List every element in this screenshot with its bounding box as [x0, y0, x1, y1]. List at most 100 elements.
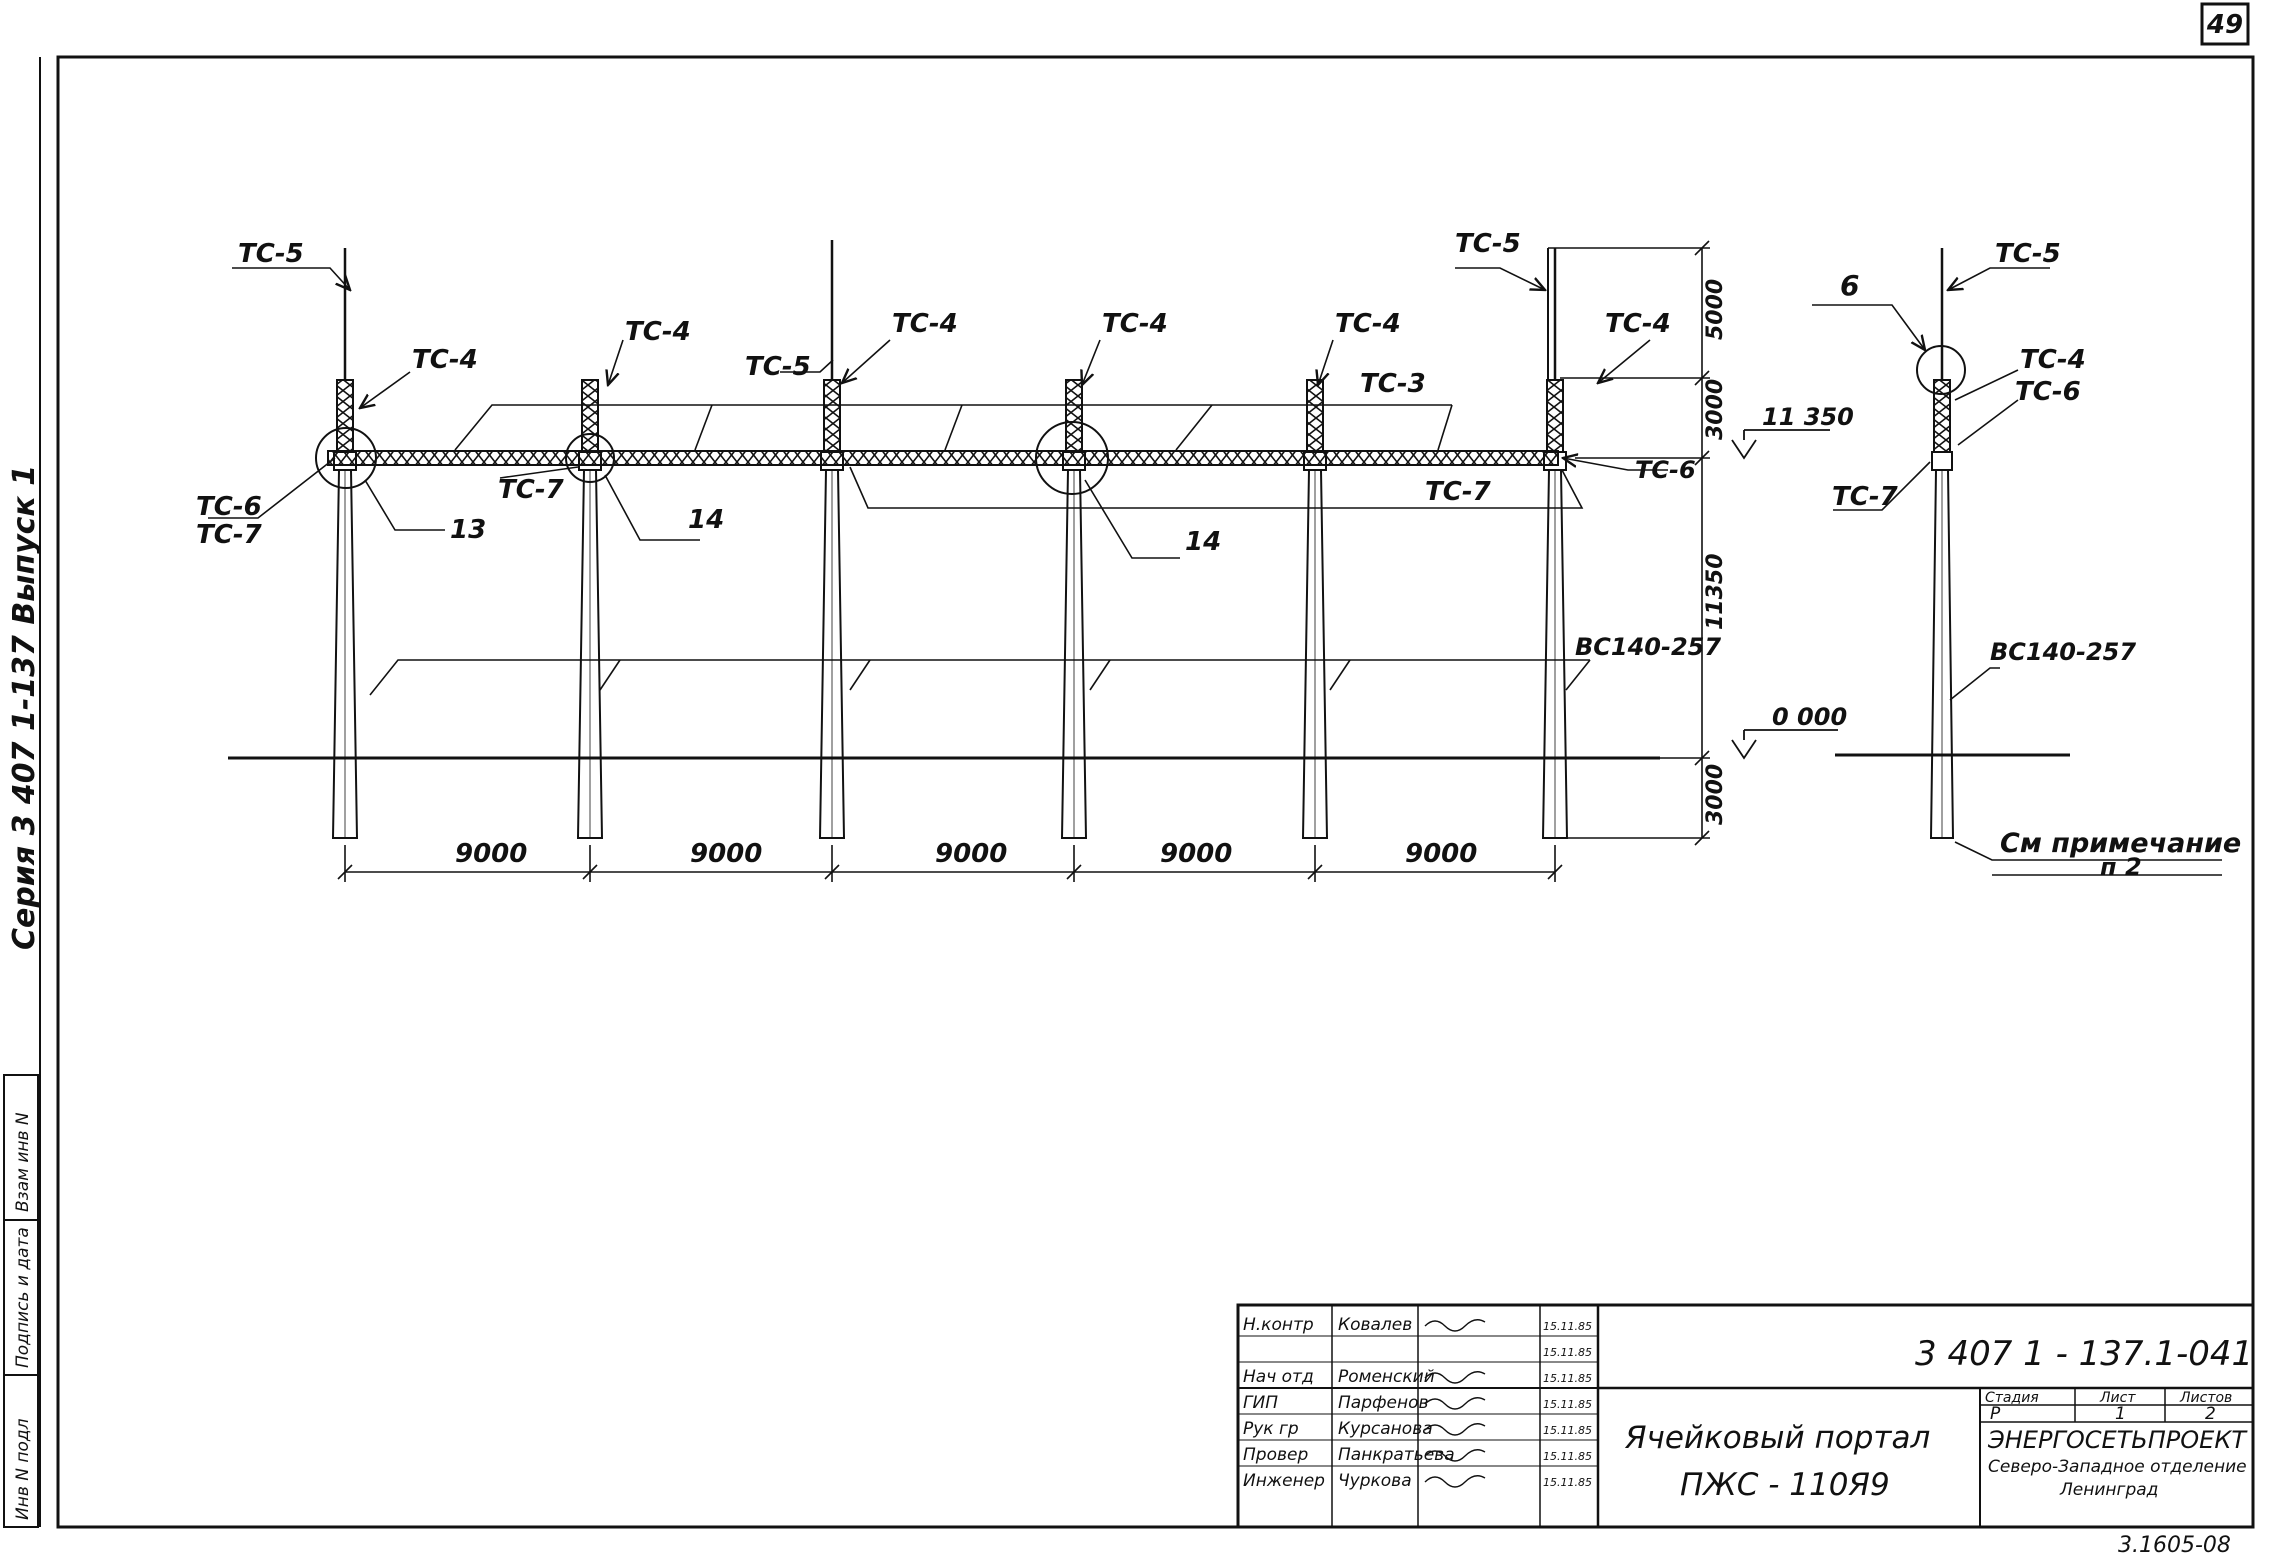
column-lattice-top [1065, 379, 1083, 453]
note-line1: См примечание [2000, 828, 2241, 859]
tb-name-0: Ковалев [1338, 1315, 1412, 1335]
span-2: 9000 [690, 839, 762, 869]
portal-column-6 [1541, 248, 1569, 839]
page-number-box [2200, 2, 2250, 46]
side-column [1916, 248, 1966, 839]
sheet-frame [56, 55, 2255, 1529]
label-side-tc7: ТС-7 [1832, 482, 1899, 512]
stamp-inv-podl: Инв N подл [13, 1418, 33, 1520]
tb-name-2: Роменский [1338, 1367, 1435, 1387]
label-tc7-3: ТС-7 [1425, 477, 1492, 507]
tb-date-5: 15.11.85 [1543, 1450, 1592, 1463]
label-tc3: ТС-3 [1360, 369, 1426, 399]
org-city: Ленинград [2059, 1480, 2158, 1500]
column-lattice-top [823, 379, 841, 453]
signature-0 [1424, 1319, 1486, 1332]
concrete-pole [576, 469, 604, 839]
concrete-pole [818, 469, 846, 839]
tb-name-5: Панкратьева [1338, 1445, 1455, 1465]
label-tc7-2: ТС-7 [498, 475, 565, 505]
stamp-signature-date: Подпись и дата [13, 1227, 33, 1368]
side-stamp: Инв N подл Подпись и дата Взам инв N [3, 1074, 39, 1528]
portal-column-3 [818, 240, 846, 839]
label-elev-zero: 0 000 [1772, 703, 1847, 731]
label-elev-top: 11 350 [1762, 403, 1854, 431]
label-tc6-2: ТС-6 [1635, 456, 1696, 484]
elevation-marks [1731, 429, 1838, 760]
label-leaders [208, 267, 2222, 876]
page-number: 49 [2206, 10, 2243, 40]
dim-3000-bottom: 3000 [1703, 764, 1728, 825]
label-tc4-1: ТС-4 [412, 345, 478, 375]
tb-role-3: ГИП [1243, 1393, 1278, 1413]
label-tc6-1: ТС-6 [196, 492, 262, 522]
detail-circle-14a [565, 433, 615, 483]
tb-role-6: Инженер [1243, 1471, 1325, 1491]
detail-circle-14b [1035, 421, 1109, 495]
signature-3 [1424, 1397, 1486, 1410]
tb-role-2: Нач отд [1243, 1367, 1314, 1387]
label-tc5-3: ТС-5 [1455, 229, 1521, 259]
label-13: 13 [450, 515, 486, 545]
stage-value: Р [1990, 1404, 2001, 1424]
span-dimension-line [337, 845, 1563, 882]
label-side-6: 6 [1840, 269, 1859, 302]
drawing-title-2: ПЖС - 110Я9 [1680, 1467, 1890, 1503]
stamp-vzam-inv: Взам инв N [13, 1112, 33, 1212]
label-tc4-2: ТС-4 [625, 317, 691, 347]
label-side-bc: ВС140-257 [1990, 638, 2136, 666]
tb-role-4: Рук гр [1243, 1419, 1299, 1439]
tb-date-1: 15.11.85 [1543, 1346, 1592, 1359]
portal-column-1 [331, 248, 359, 839]
label-tc5-1: ТС-5 [238, 239, 304, 269]
signature-4 [1424, 1423, 1486, 1436]
portal-column-5 [1301, 379, 1329, 839]
tb-role-5: Провер [1243, 1445, 1308, 1465]
label-14-2: 14 [1185, 527, 1221, 557]
signature-5 [1424, 1449, 1486, 1462]
org-dept: Северо-Западное отделение [1988, 1457, 2247, 1477]
tb-role-0: Н.контр [1243, 1315, 1314, 1335]
column-lattice-top [581, 379, 599, 453]
portal-column-2 [576, 379, 604, 839]
drawing-title-1: Ячейковый портал [1624, 1420, 1930, 1456]
tb-date-0: 15.11.85 [1543, 1320, 1592, 1333]
vertical-dimension [1548, 240, 1710, 846]
label-tc4-4: ТС-4 [1102, 309, 1168, 339]
label-tc4-6: ТС-4 [1605, 309, 1671, 339]
label-tc4-3: ТС-4 [892, 309, 958, 339]
span-1: 9000 [455, 839, 527, 869]
label-side-tc4: ТС-4 [2020, 345, 2086, 375]
concrete-pole [1301, 469, 1329, 839]
truss-beam [327, 450, 1559, 466]
tb-date-3: 15.11.85 [1543, 1398, 1592, 1411]
tc3-leaders [454, 404, 1453, 451]
tb-name-6: Чуркова [1338, 1471, 1412, 1491]
label-tc7-1: ТС-7 [196, 520, 263, 550]
doc-code: 3 407 1 - 137.1-041 [1915, 1334, 2253, 1374]
detail-circle-13 [315, 427, 377, 489]
label-tc5-2: ТС-5 [745, 352, 811, 382]
dim-3000-top: 3000 [1703, 379, 1728, 440]
sheet-value: 1 [2115, 1404, 2126, 1424]
signature-2 [1424, 1371, 1486, 1384]
concrete-pole [331, 469, 359, 839]
bc-leaders [369, 659, 1591, 696]
column-lattice-top [1306, 379, 1324, 453]
bottom-code: 3.1605-08 [2118, 1533, 2231, 1554]
tc7-leaders [849, 466, 1584, 509]
column-lattice-top [1546, 379, 1564, 453]
tb-date-6: 15.11.85 [1543, 1476, 1592, 1489]
span-4: 9000 [1160, 839, 1232, 869]
portal-column-4 [1060, 379, 1088, 839]
series-note: Серия 3 407 1-137 Выпуск 1 [7, 465, 42, 950]
label-side-tc6: ТС-6 [2015, 377, 2081, 407]
label-bc-main: ВС140-257 [1575, 633, 1721, 661]
span-3: 9000 [935, 839, 1007, 869]
dim-11350: 11350 [1703, 553, 1728, 630]
sheet-header: Лист [2099, 1390, 2136, 1406]
label-tc4-5: ТС-4 [1335, 309, 1401, 339]
label-side-tc5: ТС-5 [1995, 239, 2061, 269]
span-5: 9000 [1405, 839, 1477, 869]
